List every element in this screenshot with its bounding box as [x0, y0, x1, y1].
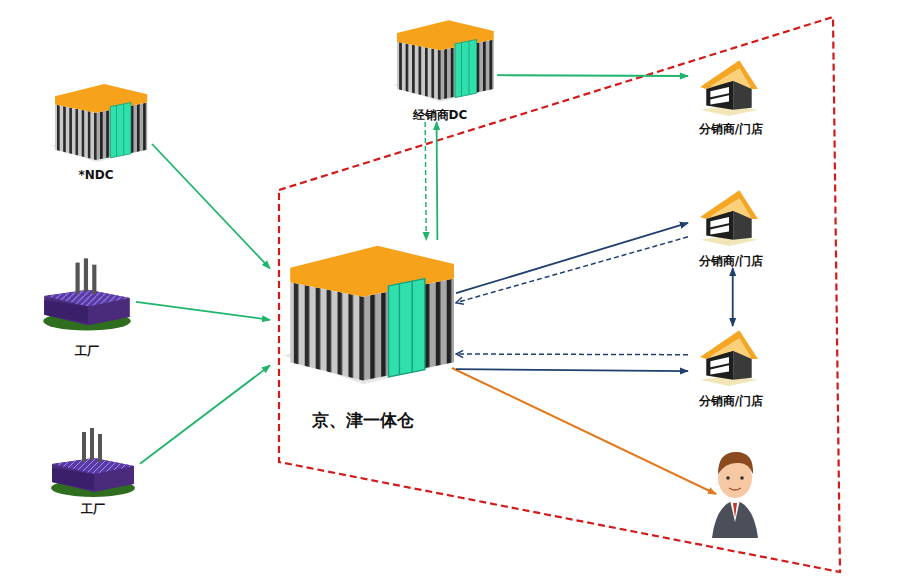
region-outline [279, 17, 840, 572]
flow-arrow [497, 74, 688, 77]
node-box: 京、津一体仓 [270, 240, 456, 430]
node-box: *NDC [40, 82, 152, 182]
node-box: 分销商/门店 [688, 56, 774, 136]
flow-arrow [456, 369, 688, 371]
customer-figure [712, 452, 758, 538]
node-box: 工厂 [38, 256, 136, 358]
flow-arrow [456, 223, 688, 293]
node-label: 工厂 [75, 344, 99, 358]
flow-arrow [425, 122, 426, 240]
flow-arrow [136, 302, 270, 320]
flow-arrow [732, 268, 734, 326]
node-label: *NDC [78, 168, 113, 182]
node-box: 分销商/门店 [688, 186, 774, 268]
node-label: 京、津一体仓 [312, 410, 414, 430]
node-label: 分销商/门店 [699, 254, 763, 268]
customer-arrow [452, 368, 716, 494]
flow-arrow [436, 122, 439, 240]
flow-arrow [152, 144, 270, 269]
node-label: 工厂 [81, 502, 105, 516]
node-box: 分销商/门店 [688, 326, 774, 408]
flow-arrow [140, 365, 270, 463]
node-box: 工厂 [46, 426, 140, 516]
node-label: 经销商DC [413, 108, 468, 122]
flow-arrow [456, 237, 688, 303]
node-box: 经销商DC [383, 18, 497, 122]
node-label: 分销商/门店 [699, 122, 763, 136]
node-label: 分销商/门店 [699, 394, 763, 408]
flow-arrow [456, 353, 688, 355]
